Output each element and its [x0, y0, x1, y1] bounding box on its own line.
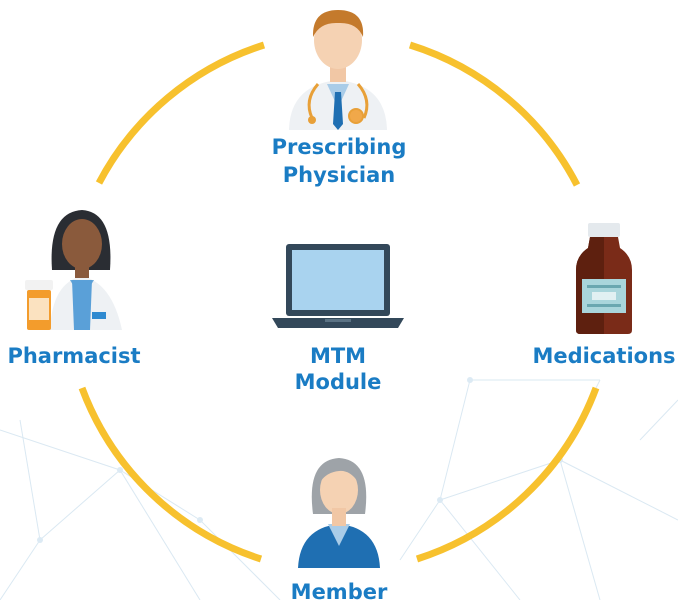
pharmacist-label: Pharmacist — [7, 344, 140, 368]
pharmacist-icon — [25, 210, 122, 330]
medications-label: Medications — [532, 344, 675, 368]
ring-arc-top-left — [95, 41, 266, 185]
center-label-line1: MTM — [310, 344, 366, 368]
connection-ring — [78, 41, 600, 563]
ring-arc-bottom-left — [78, 386, 263, 563]
physician-label-line2: Physician — [283, 163, 396, 187]
physician-label-line1: Prescribing — [272, 135, 407, 159]
medicine-bottle-icon — [576, 223, 632, 334]
doctor-icon — [289, 10, 387, 130]
center-label-line2: Module — [295, 370, 382, 394]
ring-arc-top-right — [408, 41, 581, 187]
member-label: Member — [291, 580, 388, 600]
laptop-icon — [272, 244, 404, 328]
network-nodes — [37, 377, 563, 543]
ring-arc-bottom-right — [415, 386, 600, 563]
member-icon — [298, 458, 380, 568]
